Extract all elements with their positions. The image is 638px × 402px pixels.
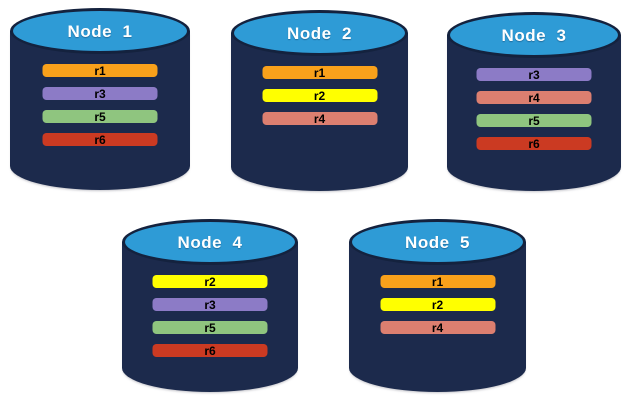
replica-bar-label: r3: [204, 297, 216, 312]
replica-bar-label: r1: [94, 63, 106, 78]
node-title: Node 3: [501, 25, 567, 45]
replica-bar-label: r6: [528, 136, 540, 151]
replica-list: r3 r4 r5 r6: [476, 67, 592, 151]
replica-bar-r1: r1: [380, 275, 495, 288]
replica-bar-r4: r4: [380, 321, 495, 334]
replica-bar-r2: r2: [380, 298, 495, 311]
replica-list: r1 r3 r5 r6: [42, 63, 158, 147]
replica-bar-label: r4: [431, 320, 444, 335]
node-1-cylinder: Node 1 r1 r3 r5 r6: [10, 8, 190, 190]
replica-list: r1 r2 r4: [380, 275, 495, 334]
replica-bar-label: r2: [313, 88, 326, 103]
cylinder-top: Node 4: [122, 219, 298, 265]
replica-bar-r6: r6: [152, 343, 268, 358]
node-title: Node 5: [405, 232, 470, 252]
replica-bar-r3: r3: [42, 86, 158, 101]
node-4-cylinder: Node 4 r2 r3 r5 r6: [122, 219, 298, 392]
replica-bar-r4: r4: [262, 112, 377, 125]
replica-bar-r3: r3: [476, 67, 592, 82]
replica-bar-label: r1: [431, 274, 444, 289]
replica-bar-r1: r1: [42, 63, 158, 78]
node-title: Node 2: [287, 23, 352, 43]
replica-bar-r5: r5: [152, 320, 268, 335]
cylinder-body: [122, 242, 298, 392]
replica-bar-r5: r5: [476, 113, 592, 128]
cylinder-top: Node 2: [231, 10, 408, 56]
replica-bar-label: r5: [528, 113, 540, 128]
replica-list: r2 r3 r5 r6: [152, 274, 268, 358]
node-2-cylinder: Node 2 r1 r2 r4: [231, 10, 408, 191]
replica-bar-label: r5: [204, 320, 216, 335]
replica-bar-r4: r4: [476, 90, 592, 105]
cylinder-top: Node 1: [10, 8, 190, 54]
replica-bar-label: r6: [94, 132, 106, 147]
replica-bar-label: r6: [204, 343, 216, 358]
replica-bar-label: r2: [204, 274, 216, 289]
node-3-cylinder: Node 3 r3 r4 r5 r6: [447, 12, 621, 191]
replica-bar-label: r3: [528, 67, 540, 82]
cylinder-body: [349, 242, 526, 392]
replica-bar-label: r5: [94, 109, 106, 124]
replica-bar-r2: r2: [152, 274, 268, 289]
cylinder-top: Node 5: [349, 219, 526, 265]
replica-bar-r1: r1: [262, 66, 377, 79]
replica-bar-r6: r6: [476, 136, 592, 151]
cylinder-top: Node 3: [447, 12, 621, 58]
replica-bar-label: r4: [313, 111, 326, 126]
replica-bar-r6: r6: [42, 132, 158, 147]
replica-bar-r3: r3: [152, 297, 268, 312]
replica-bar-label: r2: [431, 297, 444, 312]
cylinder-body: [447, 35, 621, 191]
node-title: Node 1: [67, 21, 133, 41]
replica-bar-r5: r5: [42, 109, 158, 124]
replica-bar-label: r3: [94, 86, 106, 101]
replica-bar-r2: r2: [262, 89, 377, 102]
node-title: Node 4: [177, 232, 243, 252]
node-5-cylinder: Node 5 r1 r2 r4: [349, 219, 526, 392]
replica-list: r1 r2 r4: [262, 66, 377, 125]
replica-bar-label: r1: [313, 65, 326, 80]
replica-bar-label: r4: [528, 90, 540, 105]
